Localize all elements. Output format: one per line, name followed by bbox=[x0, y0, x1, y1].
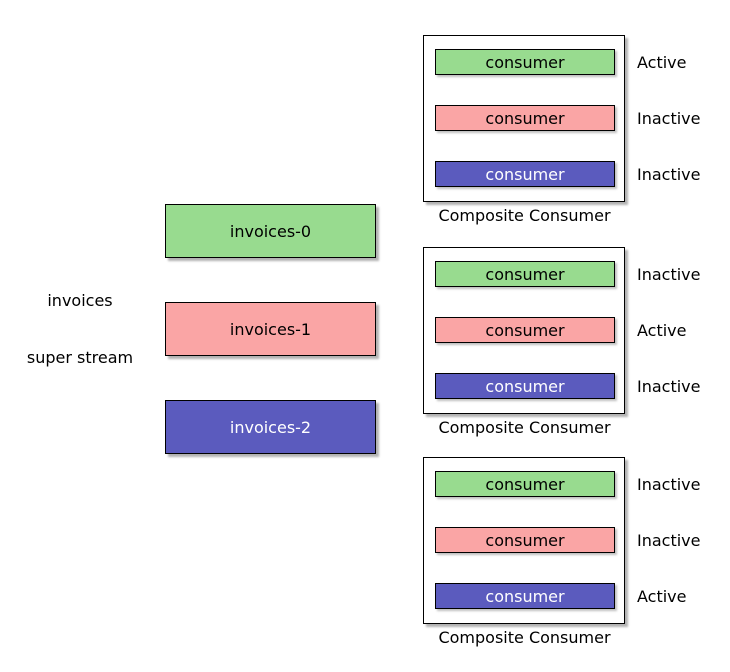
consumer-label: consumer bbox=[485, 264, 565, 284]
status-label: Inactive bbox=[637, 531, 701, 550]
consumer-label: consumer bbox=[485, 320, 565, 340]
consumer-box-green: consumer bbox=[435, 261, 615, 287]
consumer-label: consumer bbox=[485, 376, 565, 396]
partition-label: invoices-1 bbox=[229, 319, 312, 339]
consumer-label: consumer bbox=[485, 108, 565, 128]
composite-consumer-group-2: consumer consumer consumer Inactive Acti… bbox=[423, 247, 728, 447]
consumer-box-blue: consumer bbox=[435, 373, 615, 399]
status-label: Inactive bbox=[637, 475, 701, 494]
status-label: Active bbox=[637, 53, 687, 72]
partition-box-invoices-2: invoices-2 bbox=[165, 400, 376, 454]
consumer-box-pink: consumer bbox=[435, 317, 615, 343]
stream-type-label: super stream bbox=[26, 348, 134, 367]
status-label: Inactive bbox=[637, 109, 701, 128]
status-label: Inactive bbox=[637, 377, 701, 396]
composite-consumer-group-1: consumer consumer consumer Active Inacti… bbox=[423, 35, 728, 235]
consumer-box-green: consumer bbox=[435, 49, 615, 75]
composite-consumer-caption: Composite Consumer bbox=[438, 206, 611, 225]
consumer-label: consumer bbox=[485, 586, 565, 606]
partition-label: invoices-2 bbox=[229, 417, 312, 437]
status-label: Active bbox=[637, 321, 687, 340]
consumer-label: consumer bbox=[485, 474, 565, 494]
status-label: Inactive bbox=[637, 265, 701, 284]
consumer-box-pink: consumer bbox=[435, 527, 615, 553]
consumer-label: consumer bbox=[485, 530, 565, 550]
consumer-box-pink: consumer bbox=[435, 105, 615, 131]
stream-name-label: invoices bbox=[47, 291, 113, 310]
partition-box-invoices-1: invoices-1 bbox=[165, 302, 376, 356]
status-label: Inactive bbox=[637, 165, 701, 184]
composite-consumer-caption: Composite Consumer bbox=[438, 628, 611, 647]
partition-label: invoices-0 bbox=[229, 221, 312, 241]
consumer-box-green: consumer bbox=[435, 471, 615, 497]
consumer-label: consumer bbox=[485, 164, 565, 184]
status-label: Active bbox=[637, 587, 687, 606]
partition-box-invoices-0: invoices-0 bbox=[165, 204, 376, 258]
consumer-box-blue: consumer bbox=[435, 161, 615, 187]
consumer-box-blue: consumer bbox=[435, 583, 615, 609]
composite-consumer-group-3: consumer consumer consumer Inactive Inac… bbox=[423, 457, 728, 657]
consumer-label: consumer bbox=[485, 52, 565, 72]
composite-consumer-caption: Composite Consumer bbox=[438, 418, 611, 437]
